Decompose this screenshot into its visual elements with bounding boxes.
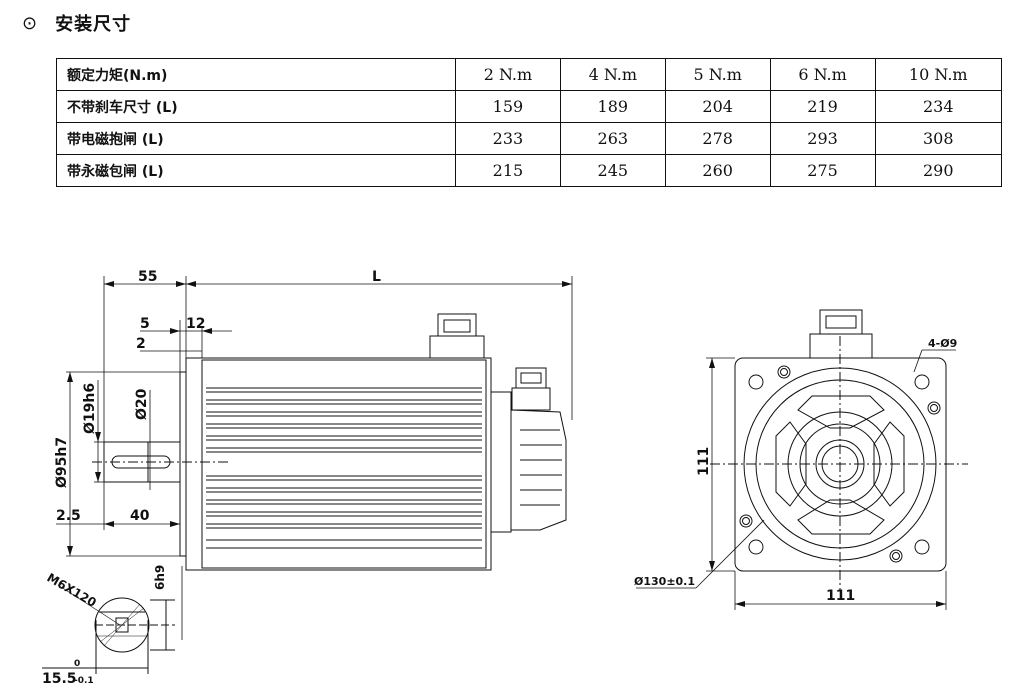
dim-2: 2 (136, 336, 146, 352)
header-col: 10 N.m (874, 58, 1002, 91)
table-cell: 290 (874, 154, 1002, 187)
dim-phi19: Ø19h6 (82, 383, 98, 434)
dim-phi20: Ø20 (134, 388, 150, 420)
dim-holes: 4-Ø9 (928, 337, 957, 350)
dim-phi130: Ø130±0.1 (634, 575, 695, 588)
dimension-table: 额定力矩(N.m) 2 N.m 4 N.m 5 N.m 6 N.m 10 N.m… (56, 58, 1002, 187)
dim-2-5: 2.5 (56, 508, 81, 524)
table-cell: 278 (664, 122, 771, 155)
header-col: 6 N.m (769, 58, 876, 91)
header-col: 5 N.m (664, 58, 771, 91)
dim-L: L (372, 269, 381, 285)
dim-phi95: Ø95h7 (54, 437, 70, 488)
header-col: 4 N.m (559, 58, 666, 91)
table-cell: 215 (455, 154, 561, 187)
dim-tol-lower: -0.1 (74, 676, 94, 686)
end-dimension-lines (636, 349, 956, 610)
table-cell: 308 (874, 122, 1002, 155)
dim-m6: M6X120 (45, 570, 99, 609)
dim-5: 5 (140, 316, 150, 332)
dimension-lines (56, 276, 573, 640)
dim-tol-upper: 0 (74, 659, 80, 669)
dim-6h9: 6h9 (153, 565, 167, 590)
motor-end-view (636, 309, 968, 610)
table-cell: 293 (769, 122, 876, 155)
dim-55: 55 (138, 269, 157, 285)
dim-111-horizontal: 111 (826, 588, 855, 604)
table-cell: 204 (664, 90, 771, 123)
table-cell: 233 (455, 122, 561, 155)
section-title: 安装尺寸 (55, 14, 132, 35)
cooling-fins (206, 387, 482, 549)
dim-40: 40 (130, 508, 150, 524)
row-label: 带电磁抱闸 (L) (56, 122, 456, 155)
row-label: 带永磁包闸 (L) (56, 154, 456, 187)
dim-111-vertical: 111 (696, 447, 712, 476)
motor-side-view (42, 276, 573, 674)
dim-15-5: 15.5 (42, 671, 77, 687)
table-cell: 260 (664, 154, 771, 187)
table-cell: 275 (769, 154, 876, 187)
table-row: 带永磁包闸 (L) 215 245 260 275 290 (56, 154, 1002, 187)
end-arrowheads (709, 358, 946, 607)
row-label: 不带刹车尺寸 (L) (56, 90, 456, 123)
bullet-icon: ⊙ (22, 12, 38, 34)
table-cell: 159 (455, 90, 561, 123)
arrowheads (67, 281, 572, 556)
table-header-row: 额定力矩(N.m) 2 N.m 4 N.m 5 N.m 6 N.m 10 N.m (56, 58, 1002, 91)
keyway-section (42, 584, 175, 674)
table-cell: 245 (559, 154, 666, 187)
section-heading: ⊙ 安装尺寸 (22, 10, 131, 36)
table-row: 带电磁抱闸 (L) 233 263 278 293 308 (56, 122, 1002, 155)
dim-12: 12 (186, 316, 205, 332)
